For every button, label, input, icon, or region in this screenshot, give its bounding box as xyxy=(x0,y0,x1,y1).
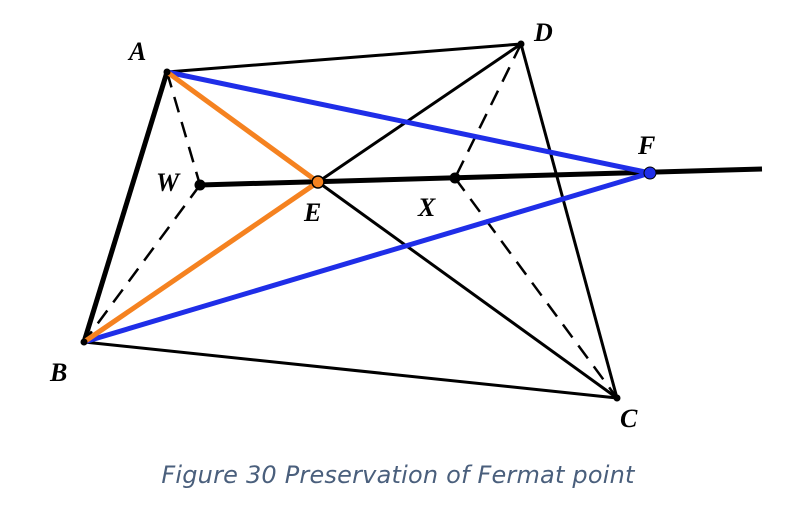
label-e: E xyxy=(303,198,321,227)
label-d: D xyxy=(533,18,553,47)
point-e xyxy=(311,175,325,189)
segment-e-d xyxy=(317,42,522,184)
orange-segment-b-e xyxy=(82,179,320,345)
dashed-segment-a-w xyxy=(165,71,202,186)
point-b xyxy=(80,338,88,346)
point-c xyxy=(613,394,621,402)
point-f xyxy=(643,166,657,180)
dashed-segment-w-b xyxy=(82,184,202,343)
segment-a-d xyxy=(166,42,522,74)
point-a xyxy=(163,68,171,76)
label-x: X xyxy=(417,193,436,222)
label-c: C xyxy=(620,404,638,433)
point-w xyxy=(194,179,206,191)
blue-segment-a-f xyxy=(166,69,651,176)
orange-segment-a-e xyxy=(165,69,320,185)
label-b: B xyxy=(49,358,67,387)
figure-caption: Figure 30 Preservation of Fermat point xyxy=(161,461,635,489)
segment-b-c xyxy=(83,340,618,400)
dashed-segment-x-c xyxy=(453,177,619,399)
label-f: F xyxy=(637,131,655,160)
thick-line-w-f xyxy=(199,166,763,188)
segment-d-c xyxy=(519,43,619,399)
segment-a-b xyxy=(81,71,170,343)
point-d xyxy=(517,40,525,48)
label-w: W xyxy=(156,168,181,197)
point-x xyxy=(449,172,461,184)
dashed-segment-d-x xyxy=(453,43,523,179)
fermat-point-diagram: A B C D E F W X xyxy=(49,18,763,433)
label-a: A xyxy=(127,37,146,66)
segment-e-c xyxy=(317,180,618,400)
blue-segment-b-f xyxy=(83,170,651,345)
